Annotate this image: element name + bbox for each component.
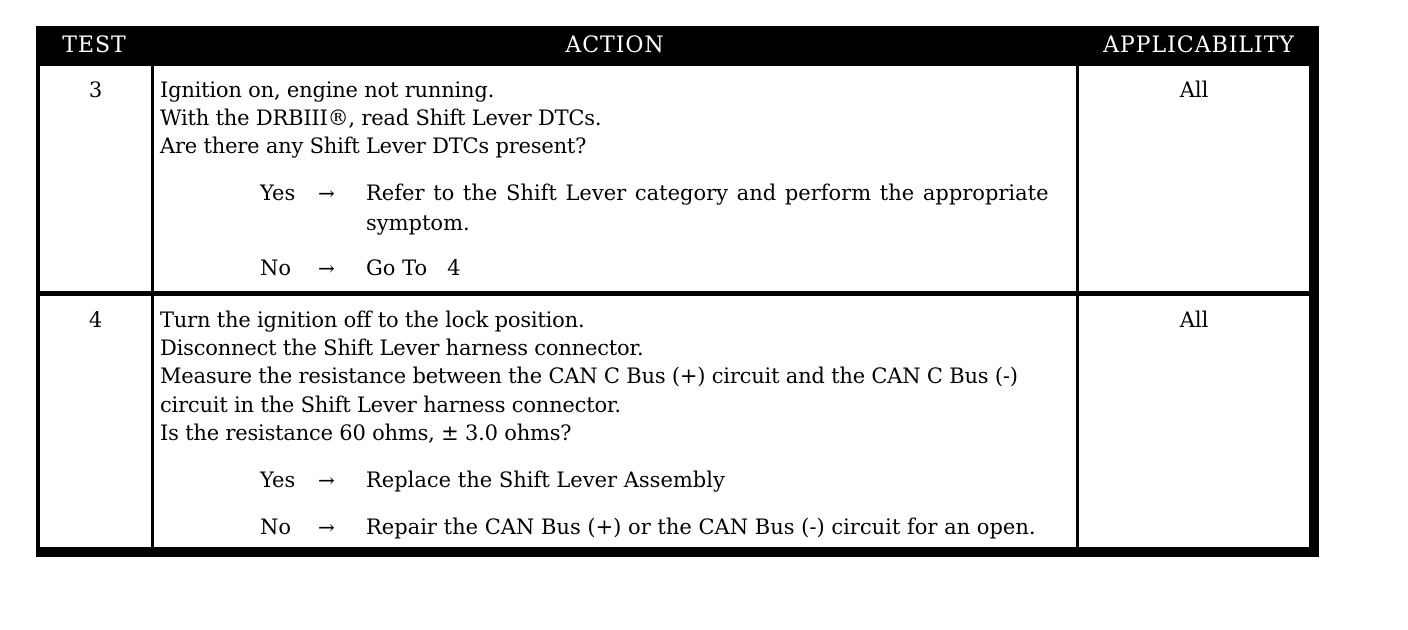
- arrow-icon: →: [318, 468, 335, 492]
- test-number: 4: [88, 308, 103, 332]
- applicability-value: All: [1179, 308, 1209, 332]
- header-test: TEST: [62, 33, 127, 58]
- action-line: Are there any Shift Lever DTCs present?: [160, 134, 587, 158]
- no-result: Go To 4: [366, 256, 461, 280]
- action-line: Disconnect the Shift Lever harness conne…: [160, 336, 644, 360]
- arrow-icon: →: [318, 515, 335, 539]
- yes-result-continued: symptom.: [366, 211, 470, 235]
- yes-result: Refer to the Shift Lever category and pe…: [366, 181, 1049, 205]
- arrow-icon: →: [318, 256, 335, 280]
- row-3-test-cell: 3: [40, 66, 151, 291]
- action-line: Is the resistance 60 ohms, ± 3.0 ohms?: [160, 421, 572, 445]
- test-number: 3: [88, 78, 103, 102]
- yes-label: Yes: [260, 468, 296, 492]
- row-4-action-cell: Turn the ignition off to the lock positi…: [154, 296, 1076, 547]
- row-3-applicability-cell: All: [1079, 66, 1309, 291]
- action-line: Ignition on, engine not running.: [160, 78, 495, 102]
- no-result: Repair the CAN Bus (+) or the CAN Bus (-…: [366, 515, 1036, 539]
- action-line: With the DRBIII®, read Shift Lever DTCs.: [160, 106, 602, 130]
- yes-result: Replace the Shift Lever Assembly: [366, 468, 725, 492]
- row-4-test-cell: 4: [40, 296, 151, 547]
- header-applicability: APPLICABILITY: [1103, 33, 1295, 58]
- no-label: No: [260, 256, 292, 280]
- procedure-table: TEST ACTION APPLICABILITY 3 Ignition on,…: [36, 26, 1319, 557]
- no-label: No: [260, 515, 292, 539]
- row-3-action-cell: Ignition on, engine not running. With th…: [154, 66, 1076, 291]
- action-line: Measure the resistance between the CAN C…: [160, 364, 1018, 388]
- row-4-applicability-cell: All: [1079, 296, 1309, 547]
- arrow-icon: →: [318, 181, 335, 205]
- applicability-value: All: [1179, 78, 1209, 102]
- header-action: ACTION: [565, 33, 665, 58]
- yes-label: Yes: [260, 181, 296, 205]
- action-line: Turn the ignition off to the lock positi…: [160, 308, 585, 332]
- action-line: circuit in the Shift Lever harness conne…: [160, 393, 621, 417]
